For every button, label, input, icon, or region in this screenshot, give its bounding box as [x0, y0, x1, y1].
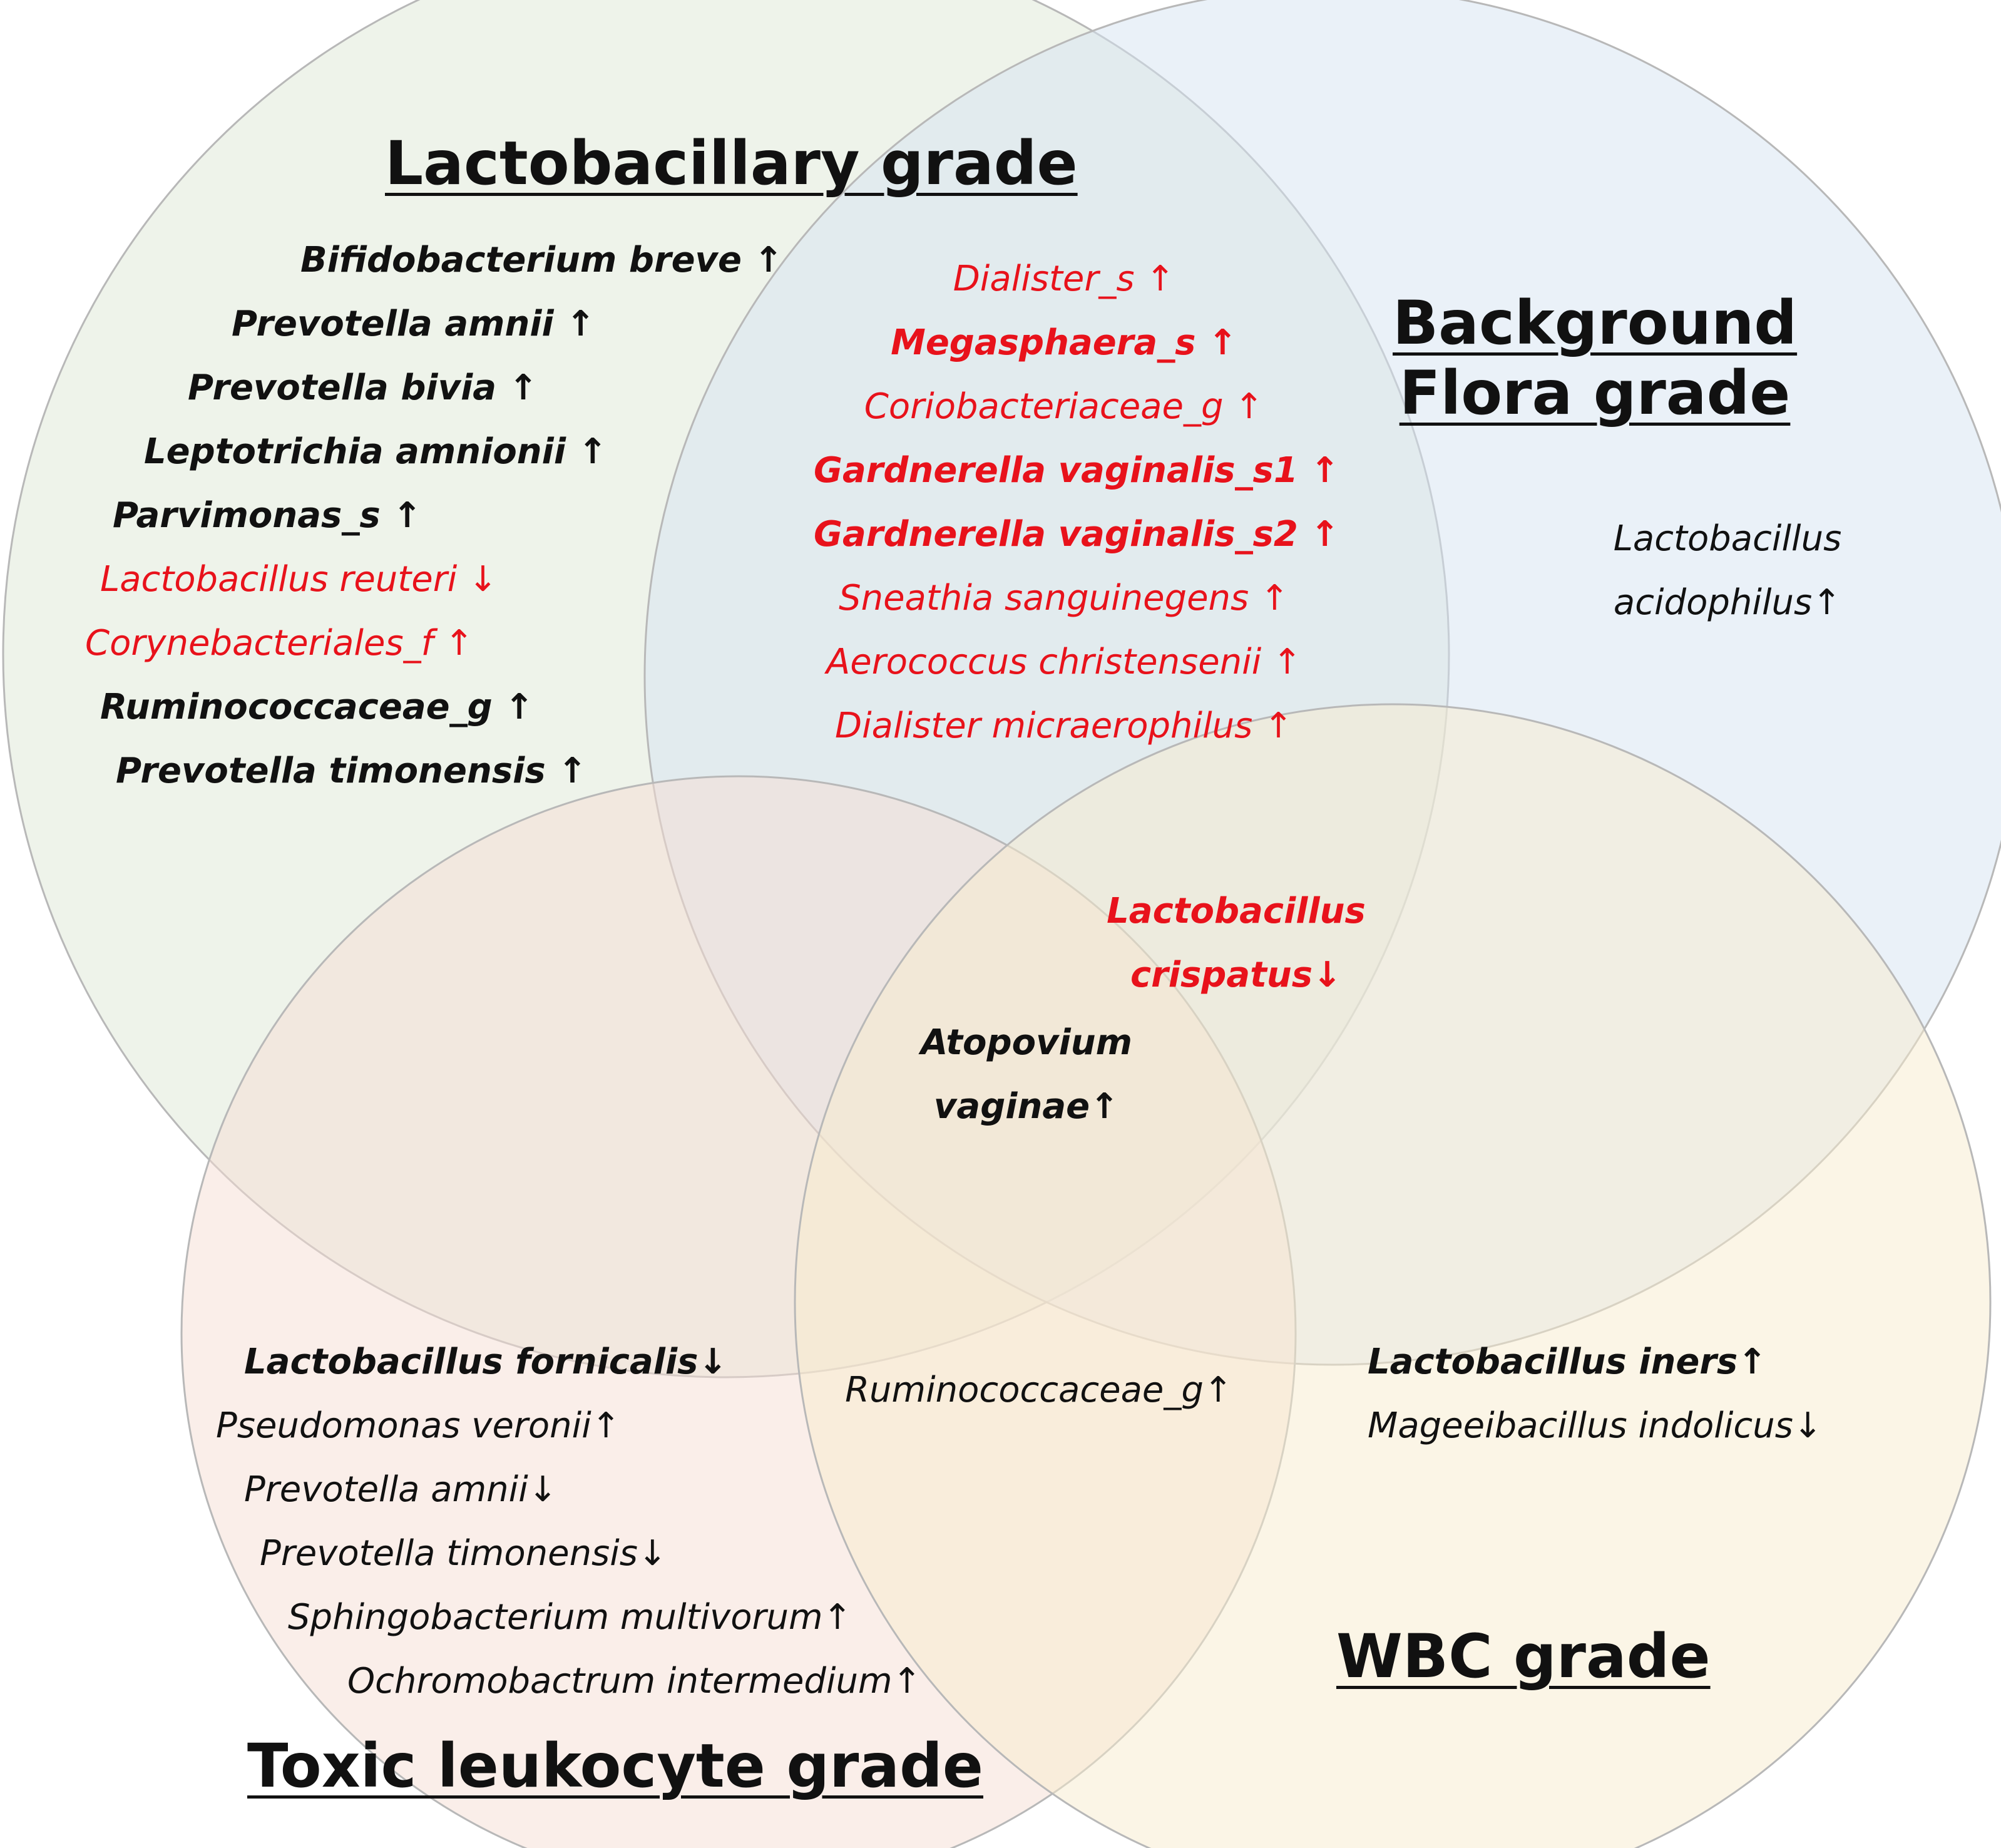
toxic-leukocyte-grade-title: Toxic leukocyte grade	[247, 1731, 983, 1801]
taxon-label: Gardnerella vaginalis_s1 ↑	[814, 450, 1340, 491]
taxon-label: Prevotella bivia ↑	[188, 367, 538, 408]
taxon-label: Parvimonas_s ↑	[113, 495, 422, 536]
taxon-label: Pseudomonas veronii↑	[216, 1405, 621, 1446]
taxon-label: Prevotella timonensis↓	[260, 1533, 667, 1574]
taxon-label: Atopovium	[921, 1022, 1132, 1063]
taxon-label: Prevotella timonensis ↑	[116, 751, 588, 791]
taxon-label: Megasphaera_s ↑	[891, 322, 1237, 363]
taxon-label: crispatus↓	[1130, 955, 1343, 995]
taxon-label: Lactobacillus reuteri ↓	[100, 559, 498, 600]
taxon-label: Sneathia sanguinegens ↑	[839, 578, 1289, 619]
shared-toxic-wbc-taxa-list: Ruminococcaceae_g↑	[814, 1358, 1264, 1422]
background-flora-taxa-list: Lactobacillus acidophilus↑	[1577, 507, 1878, 635]
taxon-label: Lactobacillus fornicalis↓	[244, 1342, 728, 1382]
taxon-label: Ochromobactrum intermedium↑	[347, 1661, 922, 1702]
background-flora-title-line-1: Background	[1393, 288, 1798, 358]
taxon-label: Lactobacillus iners↑	[1368, 1342, 1768, 1382]
taxon-label: Ruminococcaceae_g ↑	[100, 687, 535, 727]
taxon-label: Lactobacillus	[1107, 891, 1366, 932]
wbc-taxa-list: Lactobacillus iners↑ Mageeibacillus indol…	[1368, 1330, 1823, 1458]
taxon-label: Ruminococcaceae_g↑	[845, 1370, 1233, 1410]
taxon-label: Dialister micraerophilus ↑	[834, 706, 1294, 746]
taxon-label: Lactobacillus	[1613, 518, 1842, 559]
toxic-leukocyte-taxa-list: Lactobacillus fornicalis↓ Pseudomonas ver…	[213, 1330, 922, 1713]
wbc-circle	[794, 703, 1992, 1848]
taxon-label: Sphingobacterium multivorum↑	[288, 1597, 852, 1638]
lactobacillary-taxa-list: Bifidobacterium breve ↑ Prevotella amnii …	[81, 228, 783, 803]
taxon-label: Dialister_s ↑	[953, 259, 1175, 299]
taxon-label: Prevotella amnii↓	[244, 1469, 558, 1510]
wbc-grade-title: WBC grade	[1336, 1621, 1711, 1691]
taxon-label: acidophilus↑	[1613, 582, 1842, 623]
background-flora-grade-title: Background Flora grade	[1393, 288, 1797, 428]
taxon-label: Mageeibacillus indolicus↓	[1368, 1405, 1823, 1446]
shared-lactobacillary-background-taxa-list: Dialister_s ↑ Megasphaera_s ↑ Coriobacteri…	[814, 247, 1340, 758]
taxon-label: Prevotella amnii ↑	[232, 304, 596, 344]
taxon-label: Corynebacteriales_f ↑	[85, 623, 474, 664]
taxon-label: Bifidobacterium breve ↑	[300, 240, 784, 280]
taxon-label: vaginae↑	[933, 1086, 1120, 1127]
lactobacillary-grade-title: Lactobacillary grade	[385, 128, 1078, 198]
taxon-label: Coriobacteriaceae_g ↑	[864, 386, 1264, 427]
taxon-label: Gardnerella vaginalis_s2 ↑	[814, 514, 1340, 555]
taxon-label: Leptotrichia amnionii ↑	[144, 431, 608, 472]
background-flora-title-line-2: Flora grade	[1399, 358, 1791, 428]
shared-background-wbc-taxa-list: Lactobacillus crispatus↓	[1092, 880, 1380, 1007]
taxon-label: Aerococcus christensenii ↑	[826, 642, 1302, 682]
shared-all-grades-taxa-list: Atopovium vaginae↑	[895, 1011, 1158, 1139]
